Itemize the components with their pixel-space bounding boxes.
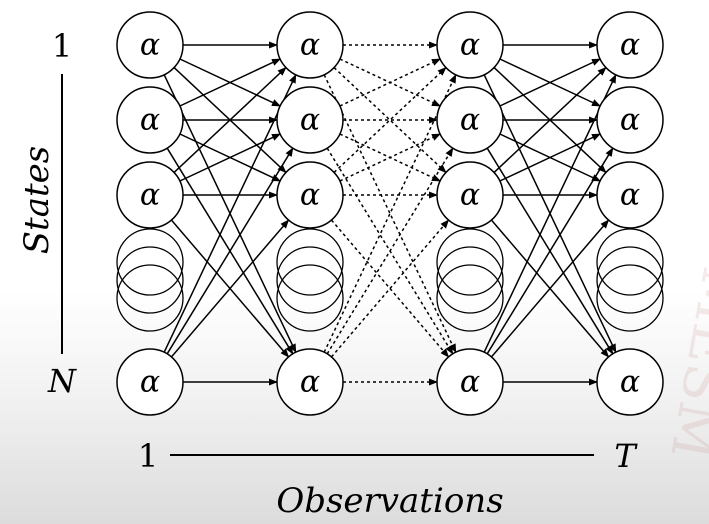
state-label-first: 1	[52, 27, 72, 65]
transition-edge	[173, 66, 287, 173]
state-node-label: α	[620, 103, 640, 138]
state-node: α	[596, 86, 664, 154]
state-node-circle	[116, 348, 184, 416]
state-node-circle	[596, 11, 664, 79]
ellipsis-state-circle	[436, 246, 504, 314]
state-node-circle	[276, 86, 344, 154]
state-node: α	[116, 348, 184, 416]
transition-edge	[326, 147, 454, 355]
state-node-label: α	[140, 28, 160, 63]
state-node-label: α	[460, 28, 480, 63]
ellipsis-state-circle	[116, 246, 184, 314]
ellipsis-state-circle	[276, 246, 344, 314]
state-node-circle	[596, 161, 664, 229]
state-node: α	[276, 86, 344, 154]
state-node: α	[596, 11, 664, 79]
state-label-last: N	[47, 362, 77, 400]
time-label-start: 1	[138, 437, 158, 475]
transition-edge	[166, 147, 294, 355]
state-node-circle	[116, 11, 184, 79]
state-node: α	[436, 161, 504, 229]
state-node-circle	[436, 86, 504, 154]
state-node-circle	[436, 348, 504, 416]
transition-edge	[330, 219, 450, 358]
observations-axis-label: Observations	[276, 481, 503, 521]
transition-edge	[499, 58, 601, 107]
transition-edge	[333, 67, 447, 174]
state-node: α	[436, 11, 504, 79]
state-node: α	[276, 348, 344, 416]
state-node-label: α	[620, 178, 640, 213]
transition-edge	[493, 66, 607, 173]
state-node: α	[276, 11, 344, 79]
transition-edge	[170, 219, 290, 358]
state-node-label: α	[300, 178, 320, 213]
ellipsis-state-stacks	[116, 228, 664, 332]
state-node: α	[116, 11, 184, 79]
transition-edges	[163, 41, 617, 386]
state-node-label: α	[140, 103, 160, 138]
states-axis-label: States	[17, 146, 57, 254]
state-node: α	[436, 348, 504, 416]
state-node-label: α	[140, 178, 160, 213]
state-node-circle	[436, 11, 504, 79]
ellipsis-state-circle	[116, 264, 184, 332]
time-label-end: T	[614, 437, 638, 475]
state-node-circle	[596, 348, 664, 416]
state-node-label: α	[620, 365, 640, 400]
transition-edge	[483, 73, 617, 353]
state-node-label: α	[460, 178, 480, 213]
transition-edge	[486, 147, 614, 355]
state-node-circle	[596, 86, 664, 154]
ellipsis-state-circle	[116, 228, 184, 296]
ellipsis-state-circle	[276, 264, 344, 332]
transition-edge	[333, 66, 447, 173]
state-node: α	[276, 161, 344, 229]
state-node-circle	[116, 86, 184, 154]
state-node-label: α	[300, 28, 320, 63]
transition-edge	[179, 58, 281, 107]
ellipsis-state-circle	[276, 228, 344, 296]
state-node-circle	[276, 348, 344, 416]
ellipsis-state-circle	[596, 228, 664, 296]
state-node-circle	[436, 161, 504, 229]
ellipsis-state-circle	[436, 264, 504, 332]
transition-edge	[339, 58, 441, 107]
state-node-circle	[276, 11, 344, 79]
state-node-label: α	[140, 365, 160, 400]
state-node: α	[116, 161, 184, 229]
ellipsis-state-circle	[596, 246, 664, 314]
transition-edge	[339, 133, 441, 182]
state-node-label: α	[460, 103, 480, 138]
state-nodes: α α α α α α α α α α α α α α α α	[116, 11, 664, 416]
state-node-circle	[116, 161, 184, 229]
state-node-label: α	[460, 365, 480, 400]
state-node-label: α	[300, 103, 320, 138]
ellipsis-state-circle	[436, 228, 504, 296]
state-node: α	[596, 161, 664, 229]
state-node: α	[436, 86, 504, 154]
state-node: α	[116, 86, 184, 154]
state-node-label: α	[300, 365, 320, 400]
state-node: α	[596, 348, 664, 416]
transition-edge	[163, 73, 297, 353]
watermark: MESM	[657, 262, 709, 464]
state-node-label: α	[620, 28, 640, 63]
ellipsis-state-circle	[596, 264, 664, 332]
transition-edge	[490, 219, 610, 358]
state-node-circle	[276, 161, 344, 229]
